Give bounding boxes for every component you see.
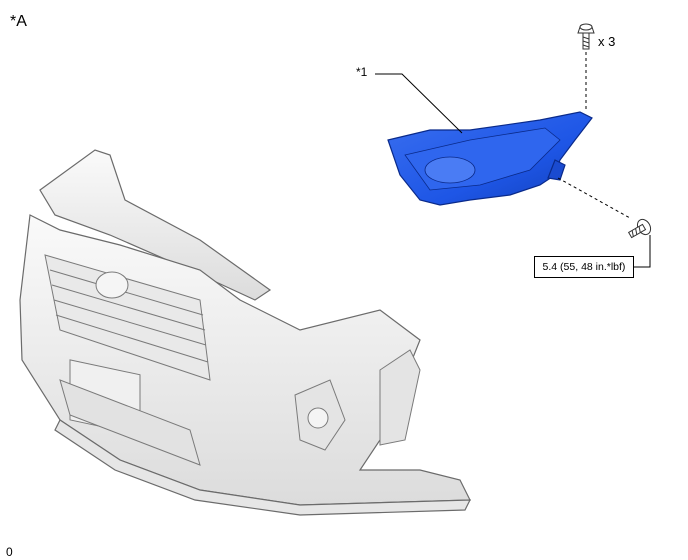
fastener-quantity: x 3 — [598, 34, 616, 49]
lower-intake — [59, 379, 201, 466]
bolt-icon — [577, 23, 595, 50]
headlamp-assembly — [387, 111, 593, 206]
figure-id: 0 — [6, 545, 13, 559]
fog-lamp-housing — [294, 349, 421, 451]
bolt-path-side — [557, 177, 631, 219]
torque-spec-text: 5.4 (55, 48 in.*lbf) — [542, 261, 626, 273]
view-label: *A — [10, 13, 27, 30]
callout-leader — [375, 73, 463, 134]
grille — [44, 254, 211, 381]
torque-spec-box: 5.4 (55, 48 in.*lbf) — [534, 256, 634, 278]
part-callout-label: *1 — [356, 65, 368, 79]
torque-leader — [634, 235, 651, 268]
side-bolt-icon — [627, 218, 652, 239]
